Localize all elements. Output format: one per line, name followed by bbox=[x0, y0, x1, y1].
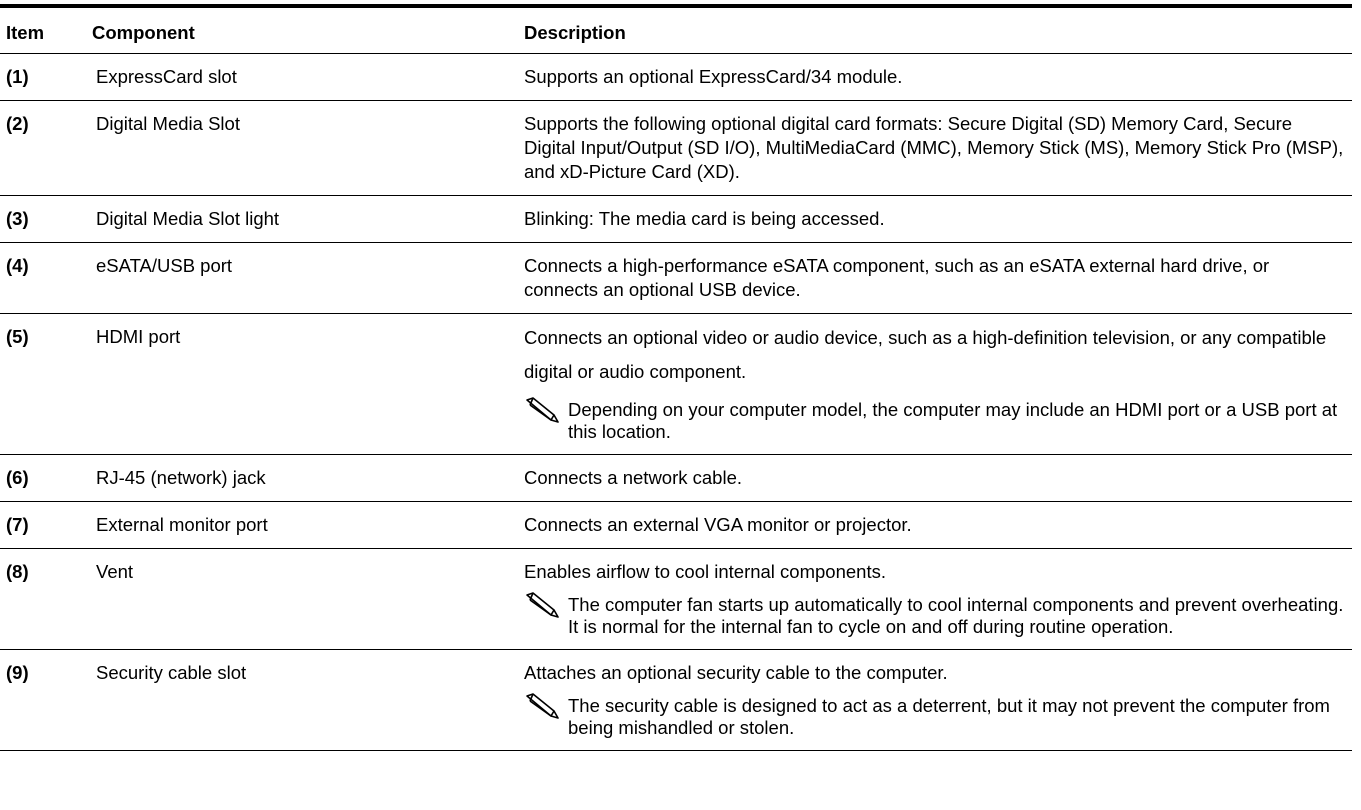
description-text: Connects a high-performance eSATA compon… bbox=[524, 255, 1270, 300]
description-text: Enables airflow to cool internal compone… bbox=[524, 561, 886, 582]
description-text: Supports the following optional digital … bbox=[524, 113, 1344, 182]
item-number: (4) bbox=[6, 255, 29, 276]
table-row: (7) External monitor port Connects an ex… bbox=[0, 501, 1352, 549]
header-component: Component bbox=[92, 22, 195, 43]
item-number: (6) bbox=[6, 467, 29, 488]
table-row: (4) eSATA/USB port Connects a high-perfo… bbox=[0, 242, 1352, 314]
component-name: Digital Media Slot bbox=[96, 113, 240, 134]
description-cell: Attaches an optional security cable to t… bbox=[524, 650, 1352, 751]
item-number: (5) bbox=[6, 326, 29, 347]
note-text: Depending on your computer model, the co… bbox=[568, 399, 1338, 442]
item-number: (7) bbox=[6, 514, 29, 535]
component-name: Digital Media Slot light bbox=[96, 208, 280, 229]
component-name: External monitor port bbox=[96, 514, 268, 535]
description-cell: Enables airflow to cool internal compone… bbox=[524, 549, 1352, 650]
description-cell: Connects a network cable. bbox=[524, 455, 1352, 502]
description-cell: Supports an optional ExpressCard/34 modu… bbox=[524, 54, 1352, 101]
components-table-page: Item Component Description (1) ExpressCa… bbox=[0, 4, 1352, 751]
note: The computer fan starts up automatically… bbox=[524, 592, 1344, 638]
component-name: Security cable slot bbox=[96, 662, 247, 683]
description-text: Connects an external VGA monitor or proj… bbox=[524, 514, 912, 535]
component-name: ExpressCard slot bbox=[96, 66, 237, 87]
item-number: (9) bbox=[6, 662, 29, 683]
description-text: Connects a network cable. bbox=[524, 467, 743, 488]
note-text: The computer fan starts up automatically… bbox=[568, 594, 1344, 637]
description-text: Attaches an optional security cable to t… bbox=[524, 662, 948, 683]
component-name: eSATA/USB port bbox=[96, 255, 233, 276]
component-name: HDMI port bbox=[96, 326, 181, 347]
description-cell: Connects an external VGA monitor or proj… bbox=[524, 502, 1352, 549]
item-number: (8) bbox=[6, 561, 29, 582]
item-number: (3) bbox=[6, 208, 29, 229]
description-cell: Connects a high-performance eSATA compon… bbox=[524, 243, 1352, 314]
components-table: Item Component Description (1) ExpressCa… bbox=[0, 4, 1352, 751]
table-row: (2) Digital Media Slot Supports the foll… bbox=[0, 100, 1352, 196]
note: The security cable is designed to act as… bbox=[524, 693, 1344, 739]
description-cell: Supports the following optional digital … bbox=[524, 101, 1352, 196]
note-pencil-icon bbox=[526, 397, 559, 423]
component-name: Vent bbox=[96, 561, 134, 582]
header-item: Item bbox=[6, 22, 45, 43]
description-text: Blinking: The media card is being access… bbox=[524, 208, 885, 229]
table-row: (5) HDMI port Connects an optional video… bbox=[0, 313, 1352, 455]
note-text: The security cable is designed to act as… bbox=[568, 695, 1330, 738]
description-text: Connects an optional video or audio devi… bbox=[524, 327, 1327, 382]
note: Depending on your computer model, the co… bbox=[524, 397, 1344, 443]
table-row: (9) Security cable slot Attaches an opti… bbox=[0, 649, 1352, 751]
description-cell: Connects an optional video or audio devi… bbox=[524, 314, 1352, 455]
table-row: (1) ExpressCard slot Supports an optiona… bbox=[0, 53, 1352, 101]
item-number: (2) bbox=[6, 113, 29, 134]
table-header-row: Item Component Description bbox=[0, 6, 1352, 54]
table-row: (3) Digital Media Slot light Blinking: T… bbox=[0, 195, 1352, 243]
note-pencil-icon bbox=[526, 693, 559, 719]
item-number: (1) bbox=[6, 66, 29, 87]
table-row: (8) Vent Enables airflow to cool interna… bbox=[0, 548, 1352, 650]
description-text: Supports an optional ExpressCard/34 modu… bbox=[524, 66, 903, 87]
component-name: RJ-45 (network) jack bbox=[96, 467, 266, 488]
table-row: (6) RJ-45 (network) jack Connects a netw… bbox=[0, 454, 1352, 502]
header-description: Description bbox=[524, 22, 626, 43]
note-pencil-icon bbox=[526, 592, 559, 618]
description-cell: Blinking: The media card is being access… bbox=[524, 196, 1352, 243]
